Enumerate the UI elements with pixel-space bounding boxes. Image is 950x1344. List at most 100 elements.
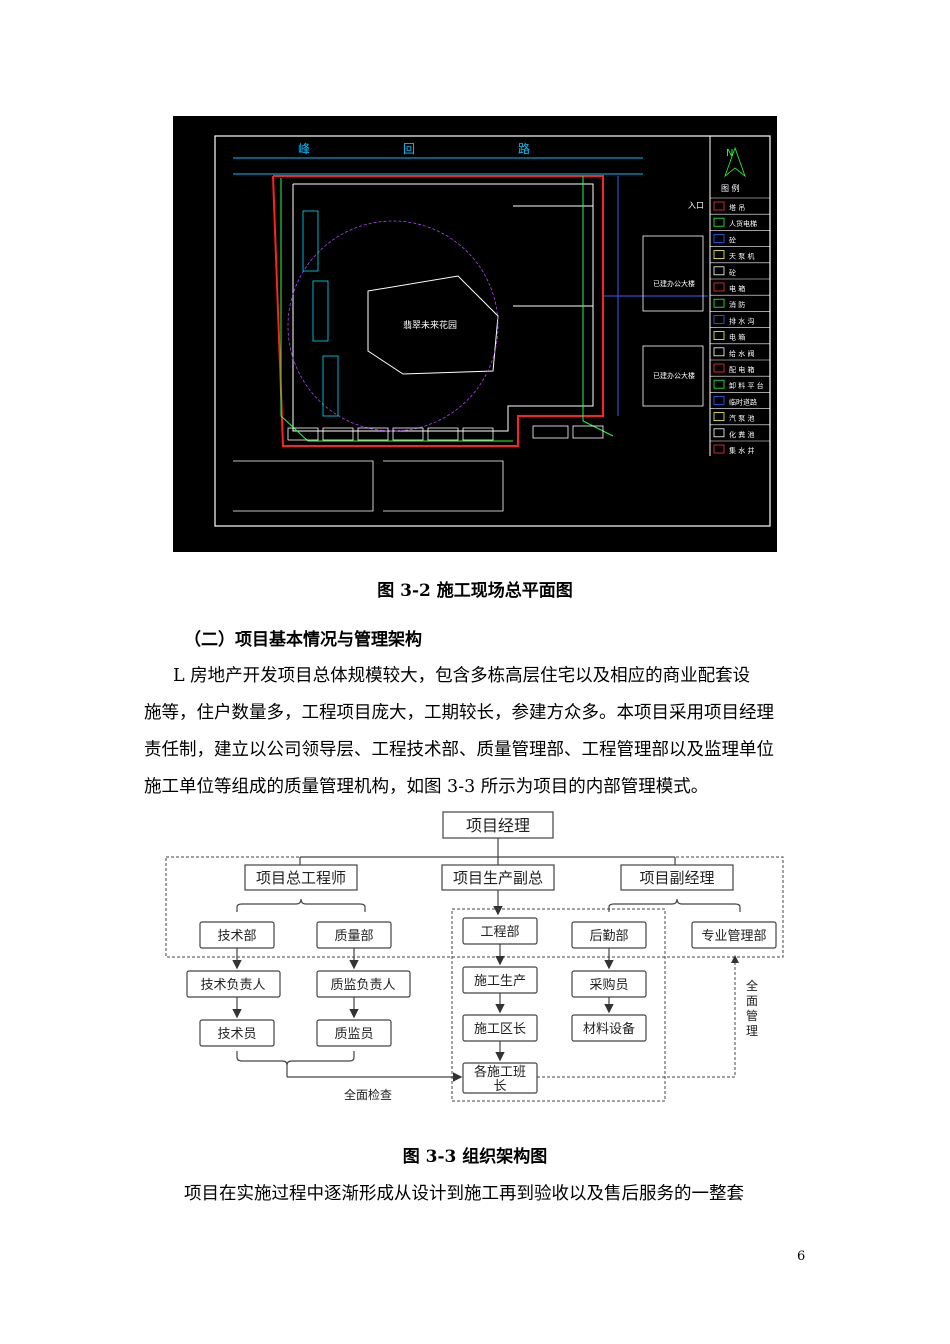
neighbor-building — [233, 460, 374, 512]
label-area-chief: 施工区长 — [474, 1022, 526, 1037]
node-special-mgmt-dept — [691, 921, 777, 949]
org-chart-svg: 项目经理 项目总工程师 项目生产副总 项目副经理 技术部 质量部 工程部 后勤部… — [165, 811, 784, 1102]
legend-item-label: 天 泵 机 — [729, 252, 754, 261]
legend-symbol-icon — [713, 428, 725, 438]
label-project-manager: 项目经理 — [466, 816, 530, 835]
label-purchaser: 采购员 — [589, 977, 628, 993]
entrance-label: 入口 — [688, 201, 704, 210]
label-construction-production: 施工生产 — [474, 974, 526, 989]
paragraph-line: 施等，住户数量多，工程项目庞大，工期较长，参建方众多。本项目采用项目经理 — [144, 703, 774, 723]
label-quality-inspector: 质监员 — [334, 1027, 373, 1042]
building-label: 已建办公大楼 — [653, 371, 695, 380]
section-heading: （二）项目基本情况与管理架构 — [184, 630, 422, 650]
label-overall-management: 管 — [746, 1008, 758, 1023]
node-chief-engineer — [244, 864, 358, 891]
road-char: 回 — [403, 142, 415, 156]
garden-outline — [367, 275, 499, 375]
legend-symbol-icon — [713, 234, 725, 243]
label-materials: 材料设备 — [583, 1021, 635, 1037]
legend-item-label: 汽 泵 池 — [729, 414, 754, 423]
north-arrow-icon — [724, 146, 746, 178]
legend-symbol-icon — [713, 282, 725, 292]
site-plan-drawing: 峰 回 路 翡翠未来花园 已建办公大楼 已建办公大楼 入口 — [173, 116, 777, 552]
label-team-leaders-cont: 长 — [493, 1079, 506, 1094]
label-team-leaders: 各施工班 — [474, 1064, 526, 1080]
legend-item-label: 砼 — [729, 268, 736, 277]
legend-symbol-icon — [713, 347, 725, 357]
neighbor-building — [383, 460, 504, 512]
node-materials — [571, 1014, 647, 1042]
legend-item-label: 化 粪 池 — [729, 430, 754, 439]
legend-item-label: 临时道路 — [729, 397, 757, 406]
org-chart: 项目经理 项目总工程师 项目生产副总 项目副经理 技术部 质量部 工程部 后勤部… — [160, 805, 790, 1110]
paragraph-line: 施工单位等组成的质量管理机构，如图 3-3 所示为项目的内部管理模式。 — [144, 777, 709, 797]
paragraph-line: L 房地产开发项目总体规模较大，包含多栋高层住宅以及相应的商业配套设 — [173, 666, 751, 686]
legend-item-label: 塔 吊 — [729, 203, 745, 212]
legend-symbol-icon — [713, 363, 725, 373]
legend-item-label: 砼 — [729, 235, 736, 244]
node-team-leaders — [462, 1062, 538, 1094]
label-quality-lead: 质监负责人 — [330, 978, 395, 993]
label-engineering-dept: 工程部 — [480, 925, 519, 940]
legend-symbol-icon — [713, 298, 725, 308]
temporary-road — [280, 178, 513, 442]
legend-item-label: 集 水 井 — [729, 446, 754, 455]
site-boundary — [272, 175, 604, 447]
label-overall-inspection: 全面检查 — [344, 1087, 392, 1102]
label-special-mgmt-dept: 专业管理部 — [701, 929, 766, 944]
existing-building — [642, 235, 704, 312]
building-label: 已建办公大楼 — [653, 279, 695, 288]
label-logistics-dept: 后勤部 — [589, 929, 628, 944]
legend-item-label: 人货电梯 — [729, 219, 757, 228]
node-deputy-manager — [620, 864, 734, 891]
node-technician — [199, 1019, 275, 1047]
node-tech-lead — [186, 970, 281, 998]
legend-item-label: 电 箱 — [729, 333, 745, 342]
leadership-group — [165, 856, 784, 958]
label-technician: 技术员 — [217, 1027, 256, 1042]
garden-label: 翡翠未来花园 — [403, 319, 457, 331]
sub-building — [513, 205, 594, 307]
label-tech-dept: 技术部 — [217, 929, 256, 944]
label-tech-lead: 技术负责人 — [200, 978, 265, 993]
legend-symbol-icon — [713, 314, 725, 324]
facility-row — [287, 425, 604, 441]
node-quality-inspector — [316, 1019, 392, 1047]
construction-group — [451, 908, 666, 1102]
legend-symbol-icon — [713, 395, 725, 405]
figure-caption: 图 3-2 施工现场总平面图 — [377, 581, 573, 601]
label-chief-engineer: 项目总工程师 — [256, 869, 346, 887]
page-number: 6 — [797, 1249, 806, 1264]
legend-item-label: 配 电 箱 — [729, 365, 754, 374]
legend-symbol-icon — [713, 250, 725, 260]
legend-symbol-icon — [713, 266, 725, 276]
existing-building — [642, 345, 704, 407]
paragraph-line: 责任制，建立以公司领导层、工程技术部、质量管理部、工程管理部以及监理单位 — [144, 740, 774, 760]
building-outline — [292, 183, 594, 432]
legend-item-label: 电 箱 — [729, 284, 745, 293]
legend-symbol-icon — [713, 331, 725, 341]
crane-radius — [287, 220, 499, 432]
legend-item-label: 卸 料 平 台 — [729, 381, 764, 390]
road-char: 路 — [518, 141, 530, 156]
road-char: 峰 — [298, 142, 310, 156]
label-overall-management: 全 — [746, 978, 758, 993]
legend-symbol-icon — [713, 412, 725, 422]
label-quality-dept: 质量部 — [334, 929, 373, 944]
site-plan-svg: 峰 回 路 翡翠未来花园 已建办公大楼 已建办公大楼 入口 — [214, 135, 771, 527]
legend-item-label: 排 水 沟 — [729, 316, 754, 325]
paragraph-line: 项目在实施过程中逐渐形成从设计到施工再到验收以及售后服务的一整套 — [184, 1184, 744, 1204]
legend-symbol-icon — [713, 201, 725, 211]
drawing-frame — [214, 135, 771, 527]
label-production-deputy: 项目生产副总 — [453, 869, 543, 887]
node-quality-lead — [316, 970, 411, 998]
legend-symbol-icon — [713, 444, 725, 454]
legend-title: 图 例 — [721, 183, 740, 193]
figure-caption: 图 3-3 组织架构图 — [402, 1147, 548, 1167]
north-arrow-label: N — [726, 148, 733, 159]
legend-symbol-icon — [713, 217, 725, 227]
legend-item-label: 给 水 阀 — [729, 349, 754, 358]
legend-symbol-icon — [713, 379, 725, 389]
legend-item-label: 消 防 — [729, 300, 745, 309]
